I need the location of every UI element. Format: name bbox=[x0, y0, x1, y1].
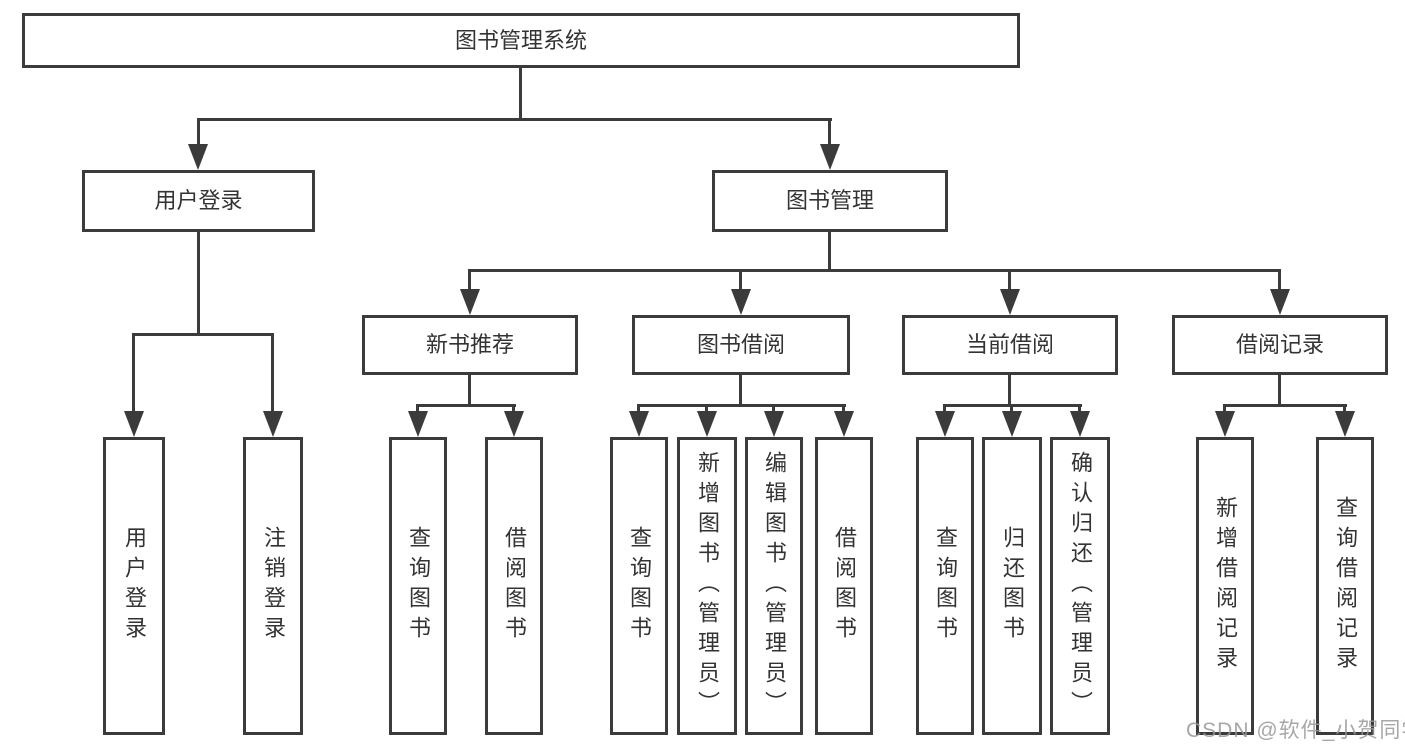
connector-line bbox=[519, 68, 522, 121]
connector-arrowhead bbox=[1070, 411, 1090, 437]
connector-line bbox=[1278, 269, 1281, 291]
node-label: 新书推荐 bbox=[425, 332, 514, 357]
node-label: 查询图书 bbox=[627, 526, 652, 646]
connector-line bbox=[1278, 375, 1281, 407]
node-new-book-recommendation: 新书推荐 bbox=[362, 315, 578, 375]
node-label: 查询借阅记录 bbox=[1333, 496, 1358, 676]
connector-arrowhead bbox=[1000, 289, 1020, 315]
leaf-user-login: 用户登录 bbox=[103, 437, 165, 735]
connector-line bbox=[1008, 375, 1011, 407]
node-label: 归还图书 bbox=[1000, 526, 1025, 646]
node-label: 借阅图书 bbox=[502, 526, 527, 646]
connector-arrowhead bbox=[1215, 411, 1235, 437]
connector-line bbox=[637, 404, 846, 407]
connector-arrowhead bbox=[504, 411, 524, 437]
node-root-book-management-system: 图书管理系统 bbox=[22, 13, 1020, 68]
node-label: 图书管理系统 bbox=[454, 27, 587, 53]
watermark: CSDN @软件_小贺同学 bbox=[1186, 719, 1405, 742]
node-current-borrowing: 当前借阅 bbox=[902, 315, 1118, 375]
connector-line bbox=[468, 269, 471, 291]
leaf-query-books-borrowing: 查询图书 bbox=[610, 437, 668, 735]
node-label: 借阅图书 bbox=[832, 526, 857, 646]
connector-arrowhead bbox=[124, 411, 144, 437]
connector-line bbox=[828, 118, 831, 148]
connector-arrowhead bbox=[408, 411, 428, 437]
connector-arrowhead bbox=[629, 411, 649, 437]
leaf-return-books: 归还图书 bbox=[982, 437, 1042, 735]
connector-line bbox=[271, 333, 274, 413]
node-book-borrowing: 图书借阅 bbox=[632, 315, 850, 375]
node-label: 新增借阅记录 bbox=[1213, 496, 1238, 676]
leaf-query-books-current: 查询图书 bbox=[916, 437, 974, 735]
connector-line bbox=[828, 232, 831, 272]
connector-line bbox=[132, 333, 274, 336]
connector-line bbox=[416, 404, 516, 407]
connector-arrowhead bbox=[834, 411, 854, 437]
node-label: 确认归还（管理员） bbox=[1068, 451, 1093, 721]
leaf-query-borrow-record: 查询借阅记录 bbox=[1316, 437, 1374, 735]
connector-line bbox=[1078, 404, 1081, 414]
leaf-borrow-books-recommend: 借阅图书 bbox=[485, 437, 543, 735]
connector-arrowhead bbox=[697, 411, 717, 437]
leaf-add-books-admin: 新增图书（管理员） bbox=[677, 437, 737, 735]
connector-line bbox=[739, 375, 742, 407]
node-label: 新增图书（管理员） bbox=[695, 451, 720, 721]
leaf-confirm-return-admin: 确认归还（管理员） bbox=[1050, 437, 1110, 735]
connector-arrowhead bbox=[764, 411, 784, 437]
connector-line bbox=[1343, 404, 1346, 414]
connector-line bbox=[1010, 404, 1013, 414]
node-label: 借阅记录 bbox=[1235, 332, 1324, 357]
connector-line bbox=[842, 404, 845, 414]
connector-line bbox=[512, 404, 515, 414]
connector-line bbox=[197, 232, 200, 336]
connector-arrowhead bbox=[731, 289, 751, 315]
connector-line bbox=[132, 333, 135, 413]
node-label: 用户登录 bbox=[154, 188, 243, 213]
connector-line bbox=[416, 404, 419, 414]
node-label: 编辑图书（管理员） bbox=[762, 451, 787, 721]
node-book-management: 图书管理 bbox=[712, 170, 948, 232]
connector-line bbox=[943, 404, 946, 414]
connector-arrowhead bbox=[1002, 411, 1022, 437]
connector-arrowhead bbox=[1335, 411, 1355, 437]
connector-line bbox=[468, 269, 1281, 272]
node-label: 当前借阅 bbox=[965, 332, 1054, 357]
leaf-borrow-books: 借阅图书 bbox=[815, 437, 873, 735]
connector-line bbox=[468, 375, 471, 407]
node-label: 用户登录 bbox=[122, 526, 147, 646]
connector-line bbox=[1008, 269, 1011, 291]
connector-line bbox=[1223, 404, 1226, 414]
node-user-login: 用户登录 bbox=[82, 170, 315, 232]
connector-arrowhead bbox=[1270, 289, 1290, 315]
connector-line bbox=[772, 404, 775, 414]
leaf-add-borrow-record: 新增借阅记录 bbox=[1196, 437, 1254, 735]
leaf-edit-books-admin: 编辑图书（管理员） bbox=[745, 437, 803, 735]
node-label: 图书管理 bbox=[785, 188, 874, 213]
connector-line bbox=[739, 269, 742, 291]
connector-line bbox=[637, 404, 640, 414]
connector-arrowhead bbox=[935, 411, 955, 437]
connector-line bbox=[705, 404, 708, 414]
connector-arrowhead bbox=[460, 289, 480, 315]
node-borrowing-records: 借阅记录 bbox=[1172, 315, 1388, 375]
node-label: 图书借阅 bbox=[696, 332, 785, 357]
node-label: 注销登录 bbox=[261, 526, 286, 646]
node-label: 查询图书 bbox=[406, 526, 431, 646]
connector-arrowhead bbox=[263, 411, 283, 437]
node-label: 查询图书 bbox=[933, 526, 958, 646]
leaf-query-books-recommend: 查询图书 bbox=[389, 437, 447, 735]
connector-arrowhead bbox=[820, 144, 840, 170]
connector-line bbox=[1223, 404, 1347, 407]
connector-arrowhead bbox=[188, 144, 208, 170]
connector-line bbox=[197, 118, 832, 121]
connector-line bbox=[197, 118, 200, 148]
leaf-logout: 注销登录 bbox=[243, 437, 303, 735]
